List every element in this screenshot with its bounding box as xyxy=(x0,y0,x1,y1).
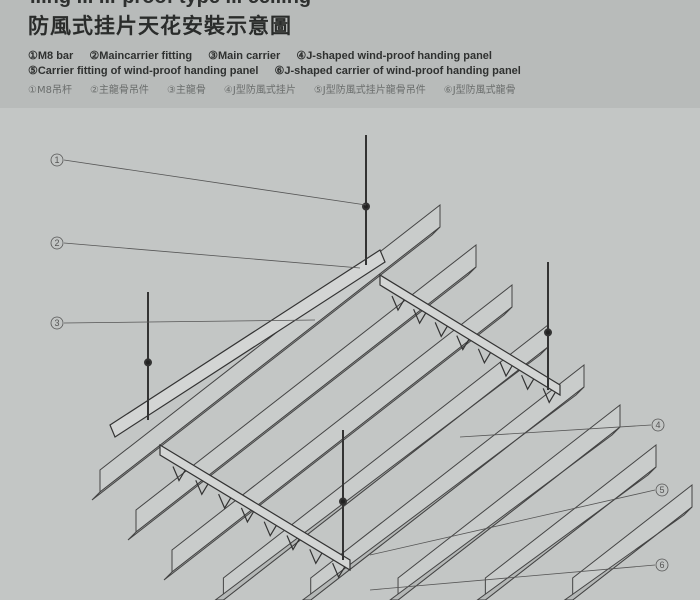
callout-number: 3 xyxy=(54,318,59,328)
callout-circle xyxy=(655,483,669,497)
legend-cn-row: ①M8吊杆 ②主龍骨吊件 ③主龍骨 ④J型防風式挂片 ⑤J型防風式挂片龍骨吊件 ⑥J型防風… xyxy=(28,81,534,96)
callouts: 1 2 3 4 5 6 xyxy=(50,153,669,591)
carrier-tooth xyxy=(521,374,535,391)
callout-leader xyxy=(459,424,652,438)
nut xyxy=(544,328,552,337)
callout-leader xyxy=(63,159,367,206)
carrier-tooth xyxy=(456,335,470,351)
j-panel-lip xyxy=(163,306,513,581)
m8-rods xyxy=(144,135,552,560)
callout-number: 4 xyxy=(655,420,660,430)
callout-leader xyxy=(369,489,656,556)
legend-item: ①M8 bar xyxy=(28,50,74,62)
j-panel-lip xyxy=(476,466,657,600)
carrier-tooth xyxy=(195,480,209,496)
carrier-tooth xyxy=(434,322,448,338)
carrier-tooth xyxy=(542,388,556,404)
callout-leader xyxy=(63,242,361,269)
carrier-tooth xyxy=(413,308,427,325)
callout-leader xyxy=(63,319,316,324)
j-panel-lip xyxy=(91,226,441,501)
legend-item: ⑥J型防風式龍骨 xyxy=(443,85,516,96)
carrier-tooth xyxy=(391,295,405,312)
j-panel-lip xyxy=(301,386,585,600)
legend-en-row-1: ①M8 bar ②Maincarrier fitting ③Main carrier… xyxy=(28,49,508,62)
carrier-tooth xyxy=(286,535,300,551)
panels xyxy=(91,203,693,600)
callout-number: 2 xyxy=(54,238,59,248)
callout-number: 6 xyxy=(659,560,664,570)
carrier-tooth xyxy=(240,507,254,524)
j-panel-lip xyxy=(214,346,549,600)
legend-item: ①M8吊杆 xyxy=(28,85,72,96)
legend-item: ②Maincarrier fitting xyxy=(89,50,193,62)
carrier-tooth xyxy=(309,549,323,565)
legend-item: ⑤J型防風式挂片龍骨吊件 xyxy=(313,85,426,96)
callout-number: 5 xyxy=(659,485,664,495)
carriers xyxy=(109,249,561,579)
callout-circle xyxy=(50,236,64,250)
carrier-fitting xyxy=(159,443,351,572)
legend-en-row-2: ⑤Carrier fitting of wind-proof handing p… xyxy=(28,64,537,77)
legend-item: ②主龍骨吊件 xyxy=(89,85,149,96)
legend-item: ④J-shaped wind-proof handing panel xyxy=(296,50,492,62)
main-carrier xyxy=(109,249,386,438)
carrier-tooth xyxy=(332,562,346,579)
nut xyxy=(339,497,347,506)
legend-item: ③Main carrier xyxy=(208,50,281,62)
legend-item: ③主龍骨 xyxy=(166,85,206,96)
page-title: 防風式挂片天花安裝示意圖 xyxy=(28,14,292,38)
callout-circle xyxy=(50,153,64,167)
callout-circle xyxy=(651,418,665,432)
callout-circle xyxy=(655,558,669,572)
j-panel-lip xyxy=(389,426,621,600)
carrier-fitting xyxy=(379,273,561,397)
carrier-tooth xyxy=(477,348,491,365)
nut xyxy=(144,358,152,367)
j-panel-lip xyxy=(563,506,693,600)
carrier-tooth xyxy=(499,361,513,378)
j-panel-lip xyxy=(127,266,477,541)
legend-item: ⑤Carrier fitting of wind-proof handing p… xyxy=(28,65,259,77)
callout-leader xyxy=(369,564,656,591)
title-english-cropped: ...ng ... ...-proof type ... ceiling xyxy=(30,0,311,9)
carrier-tooth xyxy=(172,466,186,482)
callout-number: 1 xyxy=(54,155,59,165)
legend-item: ④J型防風式挂片 xyxy=(223,85,296,96)
carrier-tooth xyxy=(263,521,277,538)
carrier-tooth xyxy=(218,493,232,510)
callout-circle xyxy=(50,316,64,330)
legend-item: ⑥J-shaped carrier of wind-proof handing … xyxy=(274,65,521,77)
